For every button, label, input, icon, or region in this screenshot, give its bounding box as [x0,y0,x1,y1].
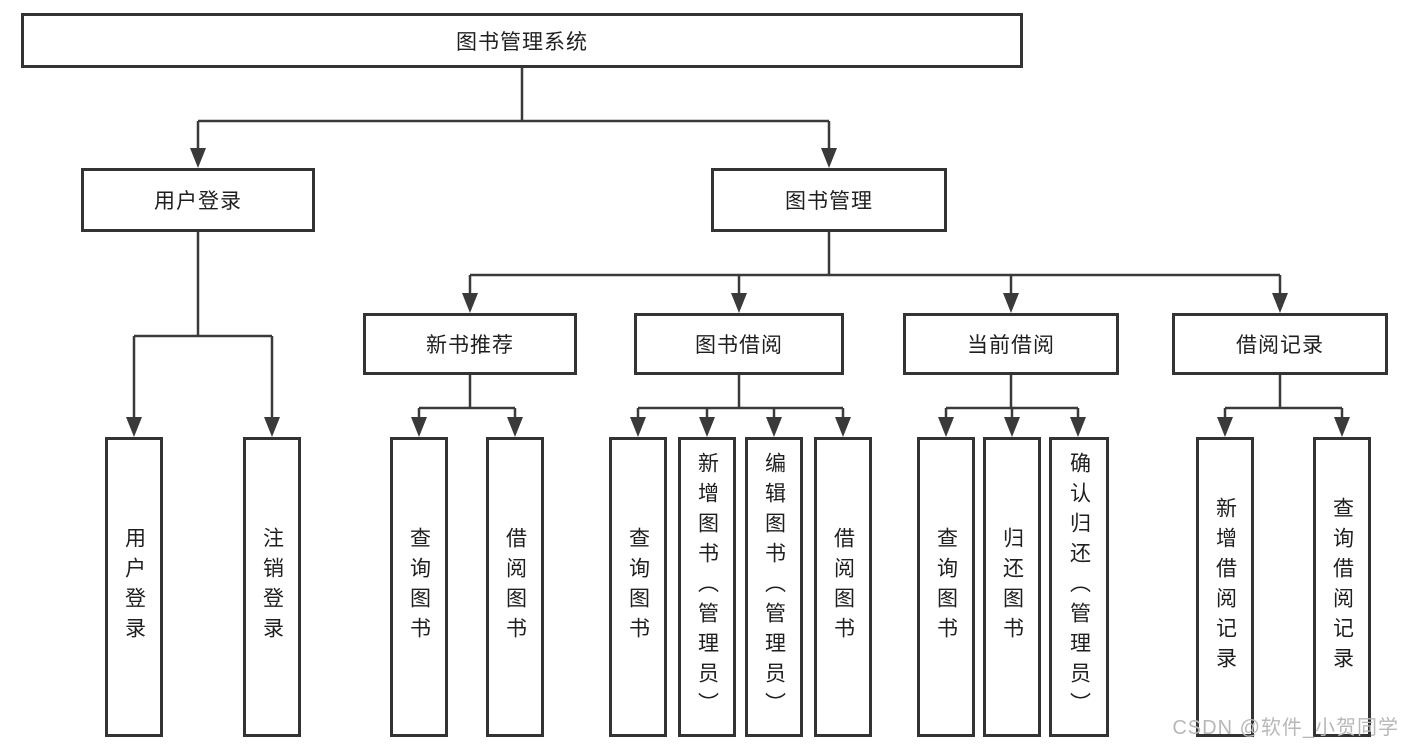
node-book-borrow-label: 图书借阅 [695,334,783,357]
arrowhead-icon [507,417,523,437]
leaf-edit-book-admin-label: 编辑图书（管理员） [762,452,786,722]
leaf-query-book-2: 查询图书 [609,437,667,737]
leaf-query-book-2-label: 查询图书 [626,527,650,647]
arrowhead-icon [938,417,954,437]
leaf-edit-book-admin: 编辑图书（管理员） [745,437,803,737]
arrowhead-icon [630,417,646,437]
leaf-query-book-3: 查询图书 [917,437,975,737]
leaf-logout-label: 注销登录 [260,527,284,647]
arrowhead-icon [126,417,142,437]
leaf-user-login-label: 用户登录 [122,527,146,647]
arrowhead-icon [1217,417,1233,437]
leaf-confirm-return-admin: 确认归还（管理员） [1049,437,1109,737]
arrowhead-icon [1004,417,1020,437]
arrowhead-icon [411,417,427,437]
node-new-book-recommend-label: 新书推荐 [426,334,514,357]
arrowhead-icon [1003,293,1019,313]
connector-new-book-rec-to-leaves [411,375,523,437]
leaf-query-book-1-label: 查询图书 [407,527,431,647]
node-book-borrow: 图书借阅 [634,313,844,375]
connector-book-borrow-to-leaves [630,375,851,437]
node-user-login: 用户登录 [81,168,315,232]
arrowhead-icon [1334,417,1350,437]
leaf-add-book-admin: 新增图书（管理员） [678,437,736,737]
arrowhead-icon [190,148,206,168]
leaf-borrow-book-2: 借阅图书 [814,437,872,737]
leaf-add-borrow-record-label: 新增借阅记录 [1213,497,1237,677]
leaf-query-book-1: 查询图书 [390,437,448,737]
leaf-borrow-book-2-label: 借阅图书 [831,527,855,647]
node-current-borrow: 当前借阅 [903,313,1119,375]
leaf-user-login: 用户登录 [105,437,163,737]
connector-borrow-records-to-leaves [1217,375,1350,437]
arrowhead-icon [1272,293,1288,313]
node-user-login-label: 用户登录 [154,190,242,213]
node-new-book-recommend: 新书推荐 [363,313,577,375]
leaf-add-book-admin-label: 新增图书（管理员） [695,452,719,722]
leaf-return-book-label: 归还图书 [1000,527,1024,647]
node-borrow-records: 借阅记录 [1172,313,1388,375]
arrowhead-icon [766,417,782,437]
leaf-add-borrow-record: 新增借阅记录 [1196,437,1254,737]
connector-root-to-level2 [190,68,837,168]
arrowhead-icon [1070,417,1086,437]
leaf-confirm-return-admin-label: 确认归还（管理员） [1067,452,1091,722]
node-book-management: 图书管理 [711,168,947,232]
connector-user-login-to-leaves [126,232,280,437]
arrowhead-icon [264,417,280,437]
leaf-logout: 注销登录 [243,437,301,737]
leaf-borrow-book-1-label: 借阅图书 [503,527,527,647]
leaf-borrow-book-1: 借阅图书 [486,437,544,737]
leaf-query-book-3-label: 查询图书 [934,527,958,647]
arrowhead-icon [699,417,715,437]
node-borrow-records-label: 借阅记录 [1236,334,1324,357]
arrowhead-icon [462,293,478,313]
leaf-query-borrow-record-label: 查询借阅记录 [1330,497,1354,677]
node-root-system: 图书管理系统 [21,13,1023,68]
node-current-borrow-label: 当前借阅 [967,334,1055,357]
arrowhead-icon [731,293,747,313]
node-root-system-label: 图书管理系统 [456,30,588,54]
connector-book-mgmt-to-level3 [462,232,1288,313]
arrowhead-icon [835,417,851,437]
arrowhead-icon [821,148,837,168]
node-book-management-label: 图书管理 [785,190,873,213]
connector-current-borrow-to-leaves [938,375,1086,437]
leaf-query-borrow-record: 查询借阅记录 [1313,437,1371,737]
leaf-return-book: 归还图书 [983,437,1041,737]
